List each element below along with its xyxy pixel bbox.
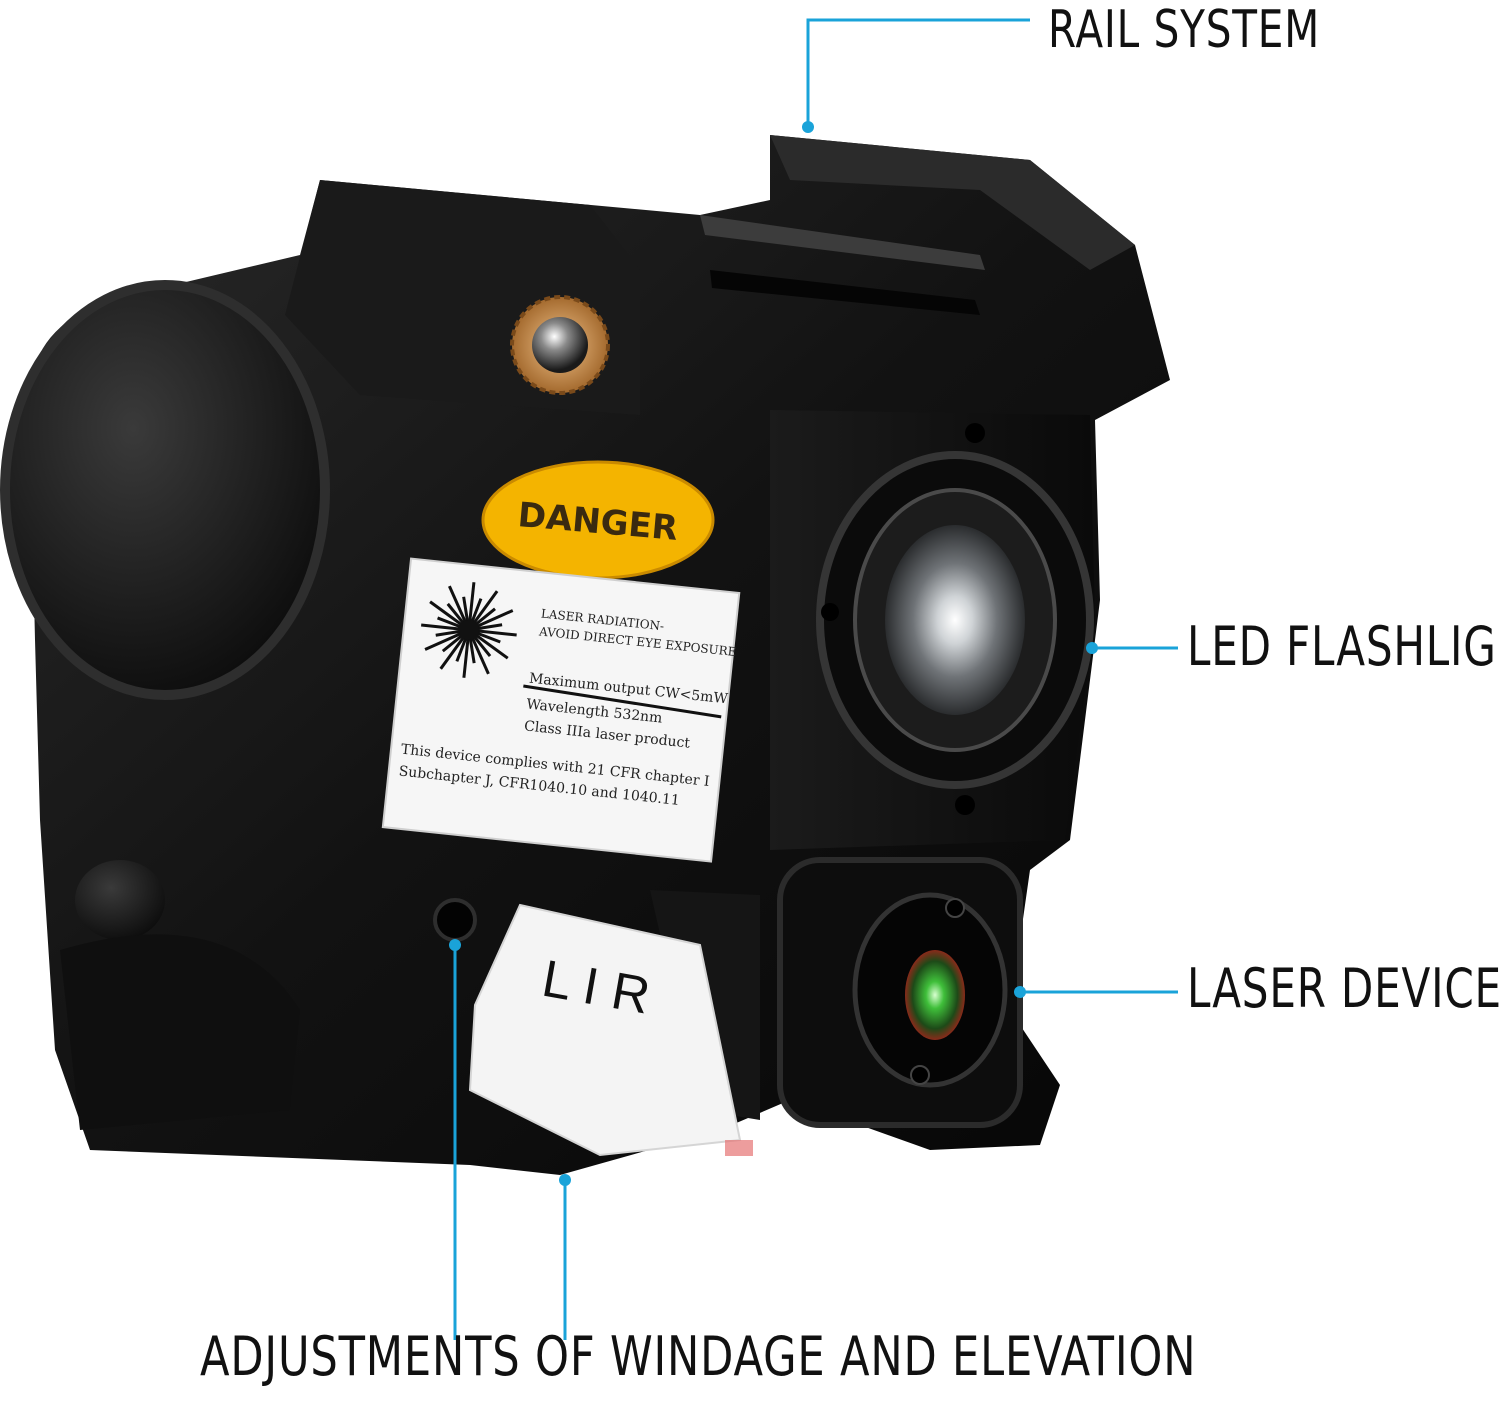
starburst-center bbox=[458, 619, 479, 640]
callout-label-rail-system: RAIL SYSTEM bbox=[1048, 0, 1320, 60]
callout-lines bbox=[453, 18, 1178, 1340]
laser-hole-top bbox=[945, 898, 965, 918]
bezel-hole-bottom bbox=[955, 795, 975, 815]
grip-recess bbox=[60, 934, 300, 1130]
side-tag bbox=[468, 903, 742, 1157]
bezel-hole-top bbox=[965, 423, 985, 443]
callout-dot-led bbox=[1086, 642, 1098, 654]
callout-dot-rail bbox=[802, 121, 814, 133]
laser-starburst-icon bbox=[421, 582, 517, 678]
warning-rule bbox=[523, 684, 722, 719]
rail-groove bbox=[710, 270, 980, 315]
laser-lens bbox=[905, 950, 965, 1040]
side-button bbox=[75, 860, 165, 940]
side-tag-red-print bbox=[725, 1140, 753, 1156]
callout-label-laser-device: LASER DEVICE bbox=[1187, 957, 1500, 1020]
laser-hole-bottom bbox=[910, 1065, 930, 1085]
rail-top bbox=[770, 135, 1135, 270]
windage-screw bbox=[433, 898, 477, 942]
bezel-hole-left bbox=[821, 603, 839, 621]
switch-cap bbox=[5, 285, 325, 695]
flashlight-reflector bbox=[885, 525, 1025, 715]
callout-dot-windage bbox=[449, 939, 461, 951]
callout-label-led-flashlight: LED FLASHLIGHT bbox=[1187, 615, 1500, 678]
warning-label: LASER RADIATION- AVOID DIRECT EYE EXPOSU… bbox=[381, 557, 741, 863]
switch-cap-rim bbox=[0, 280, 330, 700]
callout-dot-elevation bbox=[559, 1174, 571, 1186]
rail-slot bbox=[700, 215, 985, 270]
callout-dot-laser bbox=[1014, 986, 1026, 998]
callout-dots bbox=[449, 121, 1098, 1186]
callout-label-adjustments: ADJUSTMENTS OF WINDAGE AND ELEVATION bbox=[200, 1325, 1197, 1388]
screw-head bbox=[532, 317, 588, 373]
callout-line-rail bbox=[806, 18, 1030, 125]
